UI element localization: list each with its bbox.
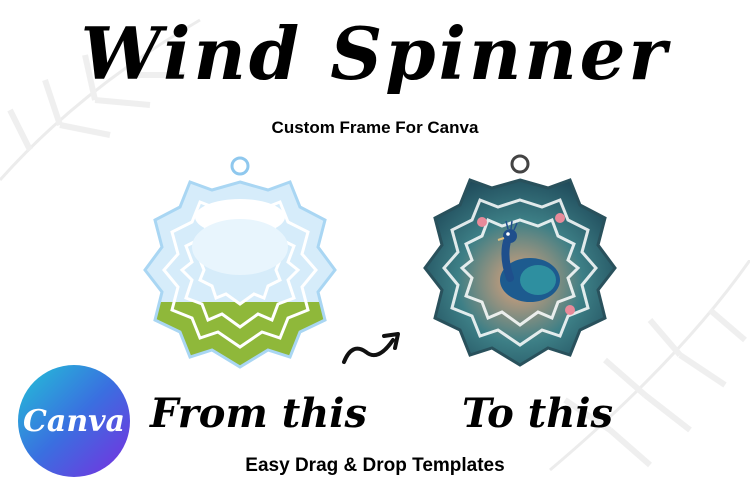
to-this-caption: To this xyxy=(462,390,614,437)
canva-logo-text: Canva xyxy=(23,403,125,439)
page-title: Wind Spinner xyxy=(80,11,670,96)
canva-logo: Canva xyxy=(18,365,130,477)
curved-arrow-icon xyxy=(342,332,400,364)
background-leaf-left xyxy=(0,18,201,181)
page-subtitle: Custom Frame For Canva xyxy=(271,118,479,137)
finished-spinner-peacock xyxy=(423,154,617,367)
background-leaf-right xyxy=(549,260,750,472)
footer-tagline: Easy Drag & Drop Templates xyxy=(245,455,505,476)
from-this-caption: From this xyxy=(150,390,367,437)
blank-spinner-template xyxy=(143,156,337,369)
